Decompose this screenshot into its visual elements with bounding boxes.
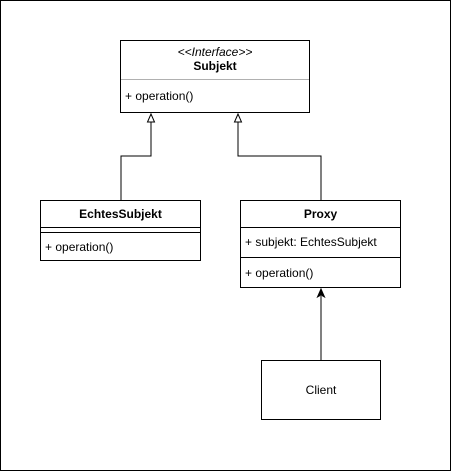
client-association-arrowhead <box>316 287 326 299</box>
echtes-subjekt-inheritance-arrowhead <box>146 112 156 123</box>
echtes-subjekt-divider-1 <box>41 227 200 228</box>
client-label: Client <box>305 383 337 397</box>
echtes-subjekt-operation: + operation() <box>45 240 114 254</box>
proxy-inheritance-edge <box>237 122 322 200</box>
subjekt-divider <box>121 79 309 80</box>
proxy-divider-2 <box>241 257 400 258</box>
proxy-operation: + operation() <box>245 266 314 280</box>
proxy-inheritance-arrowhead <box>233 112 243 123</box>
proxy-attribute: + subjekt: EchtesSubjekt <box>245 235 377 249</box>
client-box[interactable]: Client <box>261 360 381 420</box>
proxy-divider-1 <box>241 227 400 228</box>
proxy-name: Proxy <box>303 207 338 221</box>
echtes-subjekt-name: EchtesSubjekt <box>79 207 162 221</box>
subjekt-operation: + operation() <box>125 89 194 103</box>
echtes-subjekt-class[interactable]: EchtesSubjekt + operation() <box>40 200 201 261</box>
proxy-class[interactable]: Proxy + subjekt: EchtesSubjekt + operati… <box>240 200 401 288</box>
subjekt-name: Subjekt <box>193 59 237 73</box>
echtes-subjekt-inheritance-edge <box>120 122 152 200</box>
subjekt-class[interactable]: <<Interface>> Subjekt + operation() <box>120 40 310 113</box>
subjekt-stereotype: <<Interface>> <box>177 45 253 59</box>
echtes-subjekt-divider-2 <box>41 232 200 233</box>
